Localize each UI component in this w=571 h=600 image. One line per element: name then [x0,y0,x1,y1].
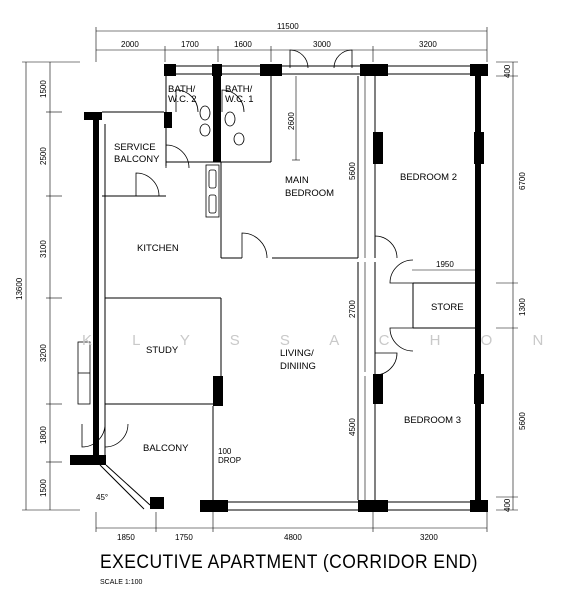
store-label: STORE [431,302,464,313]
service-balcony-label-line2: BALCONY [114,154,160,165]
bedroom3-label: BEDROOM 3 [404,415,461,426]
dim-right-3: 1300 [518,298,527,316]
dim-inner-5600: 5600 [348,162,357,180]
doors [81,49,414,448]
dim-top-5: 3200 [419,40,437,49]
dim-right-5: 400 [503,498,512,512]
dimension-lines [22,27,518,532]
dim-bottom-2: 1750 [175,533,193,542]
drop-label-line2: DROP [218,456,241,465]
dim-inner-2700: 2700 [348,300,357,318]
bath1-label-line2: W.C. 1 [225,94,254,105]
dim-inner-1950: 1950 [436,260,454,269]
watermark: K L Y S S A C H O N G [82,332,571,349]
dimension-labels: 11500 2000 1700 1600 3000 3200 1850 1750… [15,22,527,542]
plan-scale: SCALE 1:100 [100,579,143,586]
plan-title: EXECUTIVE APARTMENT (CORRIDOR END) [100,552,478,573]
living-label-line1: LIVING/ [280,348,314,359]
main-bedroom-label-line2: BEDROOM [285,188,334,199]
dim-left-2: 2500 [39,147,48,165]
dim-bottom-3: 4800 [284,533,302,542]
balcony-label: BALCONY [143,443,189,454]
dim-left-5: 1800 [39,426,48,444]
living-label-line2: DINIING [280,361,316,372]
dim-left-4: 3200 [39,344,48,362]
dim-bottom-1: 1850 [117,533,135,542]
dim-left-3: 3100 [39,240,48,258]
dim-top-4: 3000 [313,40,331,49]
walls [70,64,488,512]
dim-right-4: 5600 [518,412,527,430]
dim-top-2: 1700 [181,40,199,49]
bath2-label-line1: BATH/ [168,84,196,95]
dim-left-6: 1500 [39,479,48,497]
dim-bottom-4: 3200 [420,533,438,542]
drop-label-line1: 100 [218,447,232,456]
dim-right-2: 6700 [518,172,527,190]
main-bedroom-label-line1: MAIN [285,175,309,186]
bath2-label-line2: W.C. 2 [168,94,197,105]
fixtures [77,105,245,405]
service-balcony-label-line1: SERVICE [114,142,156,153]
dim-angle: 45° [96,493,108,502]
dim-inner-4500: 4500 [348,418,357,436]
dim-top-total: 11500 [277,22,299,31]
kitchen-label: KITCHEN [137,243,179,254]
dim-top-1: 2000 [121,40,139,49]
dim-left-total: 13600 [15,277,24,300]
dim-inner-2600: 2600 [287,112,296,130]
dim-top-3: 1600 [234,40,252,49]
dim-left-1: 1500 [39,80,48,98]
study-label: STUDY [146,345,179,356]
dim-right-1: 400 [503,64,512,78]
room-labels: BATH/ W.C. 2 BATH/ W.C. 1 SERVICE BALCON… [114,84,464,465]
bath1-label-line1: BATH/ [225,84,253,95]
bedroom2-label: BEDROOM 2 [400,172,457,183]
